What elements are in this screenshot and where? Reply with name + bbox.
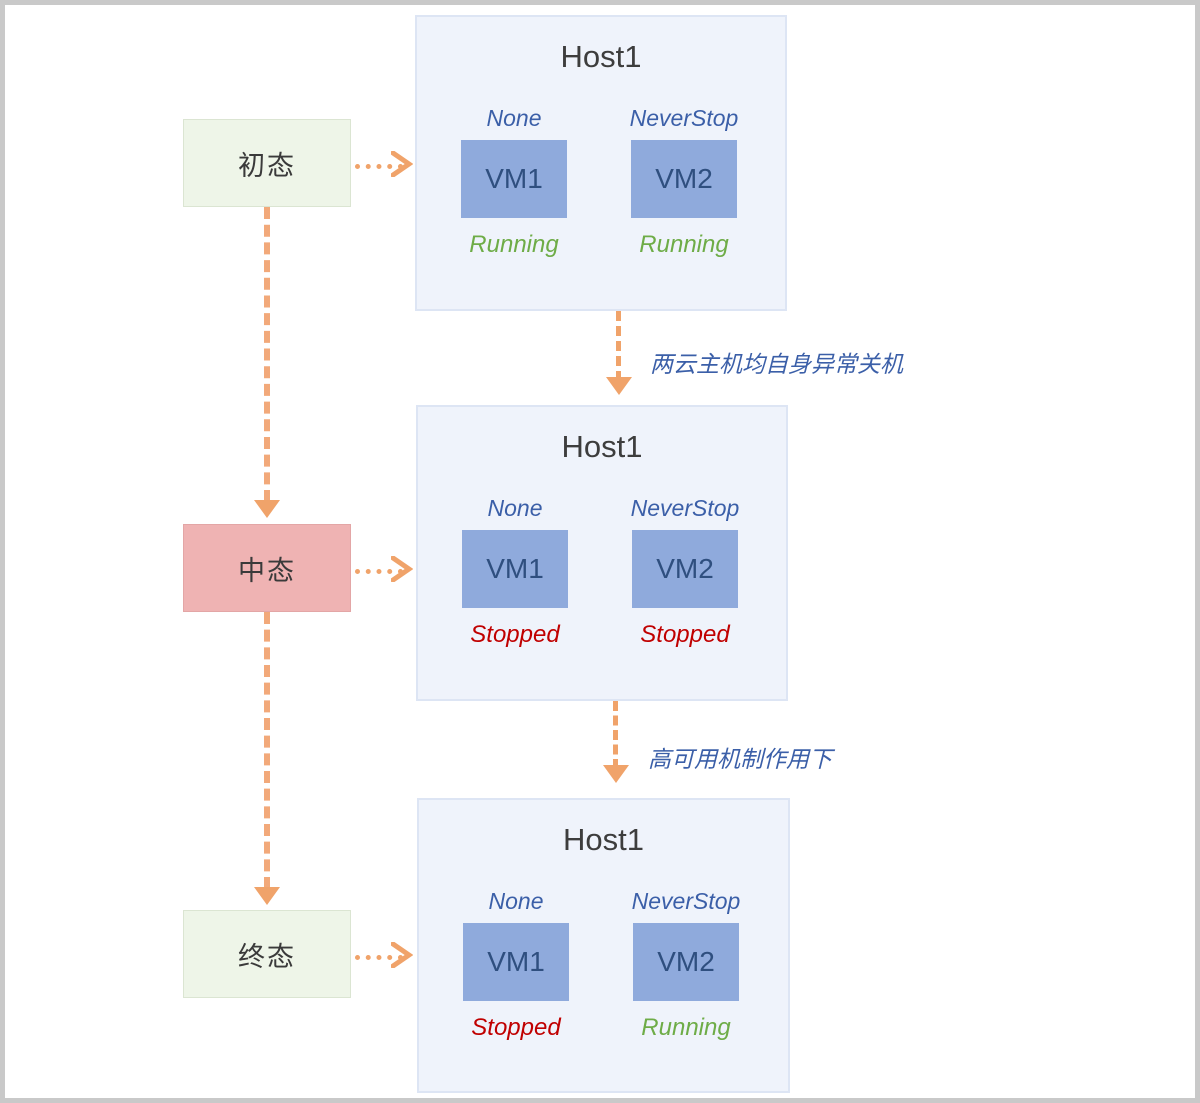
vm-card-stage-3-vm2[interactable]: NeverStop VM2 Running (611, 888, 761, 1042)
transition-label-2: 高可用机制作用下 (648, 747, 832, 773)
vm-card-stage-2-vm2[interactable]: NeverStop VM2 Stopped (610, 495, 760, 649)
vm-status-stage-1-vm2: Running (639, 231, 729, 258)
host-title-stage-2: Host1 (561, 429, 643, 464)
flow-arrow-middle-to-final (254, 887, 280, 905)
state-label-middle: 中态 (238, 555, 296, 587)
link-line-initial-to-host1 (355, 164, 403, 169)
flow-line-middle-to-final (264, 612, 270, 889)
vm-chip-stage-3-vm1: VM1 (463, 923, 569, 1001)
vm-status-stage-3-vm1: Stopped (471, 1014, 561, 1041)
host-container-stage-2: Host1 None VM1 Stopped NeverStop VM2 Sto… (416, 405, 788, 701)
state-box-middle[interactable]: 中态 (183, 524, 351, 612)
link-arrow-middle-to-host2 (391, 556, 413, 582)
vm-chip-stage-1-vm1: VM1 (461, 140, 567, 218)
vm-policy-stage-2-vm1: None (487, 495, 543, 521)
state-box-initial[interactable]: 初态 (183, 119, 351, 207)
link-arrow-initial-to-host1 (391, 151, 413, 177)
transition-arrow-2 (603, 765, 629, 783)
vm-status-stage-2-vm1: Stopped (470, 621, 560, 648)
transition-line-1 (616, 311, 621, 381)
transition-arrow-1 (606, 377, 632, 395)
vm-policy-stage-3-vm1: None (488, 888, 544, 914)
link-line-final-to-host3 (355, 955, 403, 960)
state-box-final[interactable]: 终态 (183, 910, 351, 998)
vm-status-stage-2-vm2: Stopped (640, 621, 730, 648)
host-title-stage-3: Host1 (563, 822, 644, 857)
vm-policy-stage-2-vm2: NeverStop (630, 495, 740, 521)
vm-chip-stage-1-vm2: VM2 (631, 140, 737, 218)
link-arrow-final-to-host3 (391, 942, 413, 968)
state-label-final: 终态 (238, 941, 296, 973)
link-line-middle-to-host2 (355, 569, 403, 574)
flow-arrow-initial-to-middle (254, 500, 280, 518)
host-container-stage-1: Host1 None VM1 Running NeverStop VM2 Run… (415, 15, 787, 311)
vm-policy-stage-3-vm2: NeverStop (631, 888, 741, 914)
vm-card-stage-1-vm2[interactable]: NeverStop VM2 Running (609, 105, 759, 259)
vm-chip-stage-2-vm1: VM1 (462, 530, 568, 608)
vm-status-stage-1-vm1: Running (469, 231, 559, 258)
vm-card-stage-2-vm1[interactable]: None VM1 Stopped (440, 495, 590, 649)
host-title-stage-1: Host1 (560, 39, 642, 74)
vm-status-stage-3-vm2: Running (641, 1014, 731, 1041)
transition-line-2 (613, 701, 618, 769)
vm-chip-stage-3-vm2: VM2 (633, 923, 739, 1001)
host-container-stage-3: Host1 None VM1 Stopped NeverStop VM2 Run… (417, 798, 790, 1093)
vm-policy-stage-1-vm1: None (486, 105, 542, 131)
vm-card-stage-1-vm1[interactable]: None VM1 Running (439, 105, 589, 259)
transition-label-1: 两云主机均自身异常关机 (650, 352, 903, 378)
vm-chip-stage-2-vm2: VM2 (632, 530, 738, 608)
vm-card-stage-3-vm1[interactable]: None VM1 Stopped (441, 888, 591, 1042)
flow-line-initial-to-middle (264, 207, 270, 502)
vm-policy-stage-1-vm2: NeverStop (629, 105, 739, 131)
state-label-initial: 初态 (238, 150, 296, 182)
